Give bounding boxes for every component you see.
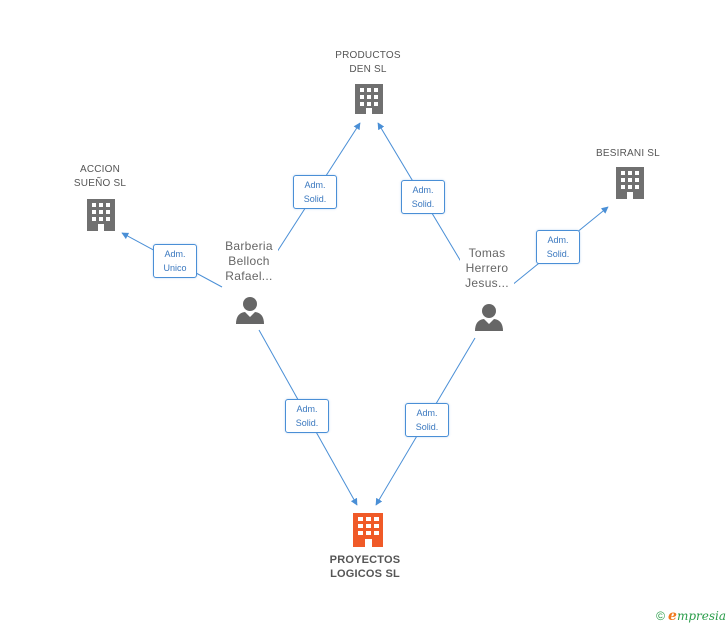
edge-badge-barberia-accion[interactable]: Adm. Unico — [153, 244, 197, 278]
person-icon — [236, 297, 264, 324]
brand-name: mpresia — [676, 609, 726, 623]
label-line: ACCION — [79, 164, 121, 175]
badge-line: Adm. — [412, 185, 434, 195]
person-icon — [475, 304, 503, 331]
copyright-icon: © — [656, 609, 666, 623]
edge-badge-barberia-proyectos[interactable]: Adm. Solid. — [285, 399, 329, 433]
building-icon — [355, 84, 383, 114]
person-label-barberia[interactable]: Barberia Belloch Rafael... — [220, 239, 278, 284]
building-icon — [87, 199, 115, 231]
badge-line: Adm. — [547, 235, 569, 245]
label-line: SUEÑO SL — [73, 178, 127, 189]
edge-badge-tomas-proyectos[interactable]: Adm. Solid. — [405, 403, 449, 437]
label-line: Rafael... — [225, 269, 273, 283]
building-icon — [616, 167, 644, 199]
label-line: Herrero — [465, 261, 509, 275]
brand-initial: e — [668, 608, 677, 624]
label-line: PROYECTOS — [329, 554, 401, 566]
badge-line: Unico — [163, 263, 187, 273]
badge-line: Adm. — [304, 180, 326, 190]
badge-line: Solid. — [411, 199, 435, 209]
badge-line: Adm. — [296, 404, 318, 414]
edge-lines — [121, 122, 609, 506]
edge-badge-tomas-besirani[interactable]: Adm. Solid. — [536, 230, 580, 264]
company-label-besirani[interactable]: BESIRANI SL — [578, 147, 678, 161]
badge-line: Solid. — [415, 422, 439, 432]
label-line: Tomas — [468, 246, 506, 260]
badge-line: Adm. — [164, 249, 186, 259]
company-label-productos[interactable]: PRODUCTOS DEN SL — [318, 49, 418, 77]
label-line: Belloch — [228, 254, 270, 268]
building-icon-main — [353, 513, 383, 547]
label-line: BESIRANI SL — [596, 148, 660, 159]
person-label-tomas[interactable]: Tomas Herrero Jesus... — [460, 246, 514, 291]
label-line: LOGICOS SL — [330, 568, 400, 580]
label-line: DEN SL — [349, 64, 387, 75]
badge-line: Solid. — [303, 194, 327, 204]
label-line: PRODUCTOS — [335, 50, 401, 61]
company-label-accion[interactable]: ACCION SUEÑO SL — [50, 163, 150, 191]
label-line: Jesus... — [465, 276, 509, 290]
edge-badge-barberia-productos[interactable]: Adm. Solid. — [293, 175, 337, 209]
company-label-proyectos[interactable]: PROYECTOS LOGICOS SL — [314, 553, 416, 581]
badge-line: Solid. — [295, 418, 319, 428]
label-line: Barberia — [225, 239, 273, 253]
edge-badge-tomas-productos[interactable]: Adm. Solid. — [401, 180, 445, 214]
brand-watermark[interactable]: ©empresia — [656, 608, 726, 624]
badge-line: Adm. — [416, 408, 438, 418]
badge-line: Solid. — [546, 249, 570, 259]
